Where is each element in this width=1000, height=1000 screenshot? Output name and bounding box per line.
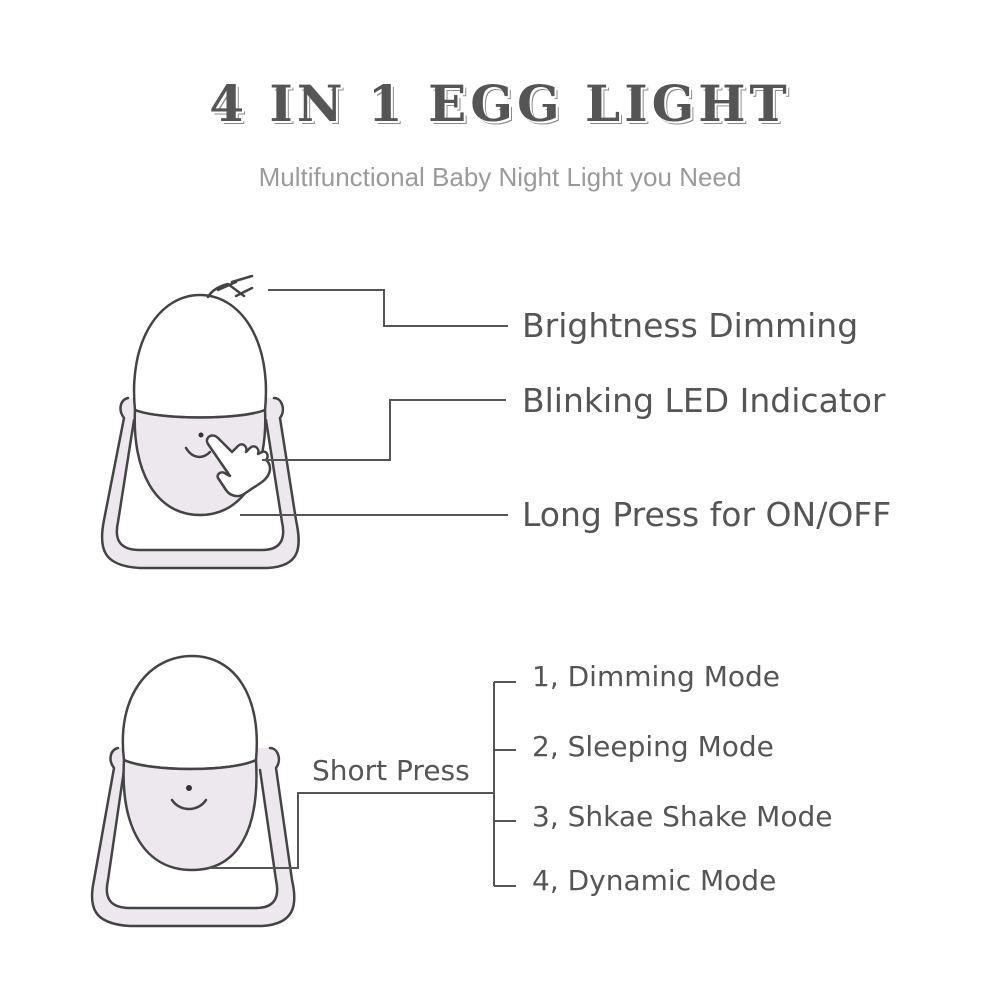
egg-light-bottom-illustration — [90, 654, 296, 928]
brightness-dimming-label: Brightness Dimming — [522, 306, 859, 345]
mode-2-label: 2, Sleeping Mode — [532, 730, 774, 763]
mode-1-label: 1, Dimming Mode — [532, 660, 780, 693]
mode-4-label: 4, Dynamic Mode — [532, 864, 777, 897]
callout-lines-bottom — [210, 681, 516, 887]
callout-lines-top — [240, 289, 508, 516]
egg-light-top-illustration — [100, 274, 300, 570]
brightness-callout-line — [268, 289, 508, 327]
led-callout-line — [262, 399, 506, 461]
mode-3-label: 3, Shkae Shake Mode — [532, 800, 833, 833]
page-title: 4 IN 1 EGG LIGHT — [209, 74, 791, 133]
page-subtitle: Multifunctional Baby Night Light you Nee… — [258, 162, 742, 192]
blinking-led-indicator-label: Blinking LED Indicator — [522, 381, 886, 420]
short-press-line — [210, 792, 494, 869]
short-press-label: Short Press — [312, 754, 470, 787]
long-press-onoff-label: Long Press for ON/OFF — [522, 495, 892, 534]
